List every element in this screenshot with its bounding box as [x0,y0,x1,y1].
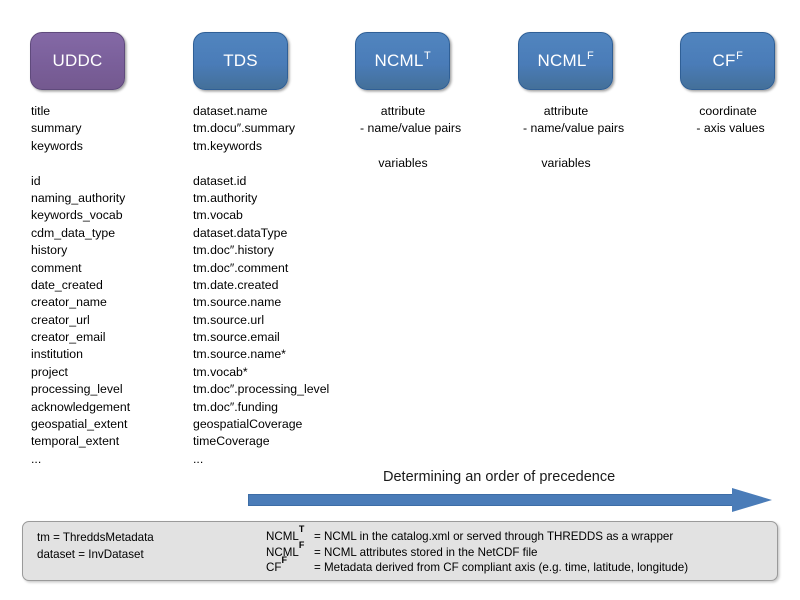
list-item: creator_email [31,330,106,345]
list-item: history [31,243,68,258]
list-item: geospatialCoverage [193,417,303,432]
arrow-label: Determining an order of precedence [383,469,616,485]
list-item: keywords_vocab [31,208,123,223]
header-box-tds-label: TDS [223,51,258,70]
list-item: tm.doc″.comment [193,260,289,275]
list-item: coordinate [699,104,757,118]
list-spacer [193,155,329,172]
column-list-tds: dataset.name tm.docu″.summary tm.keywords d… [193,103,329,468]
list-item: project [31,364,68,379]
list-item: id [31,173,41,188]
list-item: tm.source.email [193,330,280,345]
legend-definition-row: NCMLT = NCML in the catalog.xml or served… [266,524,688,545]
legend-left-column: tm = ThreddsMetadata dataset = InvDataset [37,529,154,563]
legend-definition-tag: CFF [266,555,287,575]
list-item: tm.doc″.history [193,243,274,258]
list-item: summary [31,121,82,136]
list-item: naming_authority [31,190,126,205]
legend-definition-row: CFF = Metadata derived from CF compliant … [266,555,689,576]
list-item: creator_url [31,312,90,327]
legend-definition-row: NCMLF = NCML attributes stored in the Net… [266,539,688,561]
list-item: tm.doc″.funding [193,399,279,414]
list-item: tm.docu″.summary [193,121,296,136]
list-item: attribute [380,104,426,118]
column-list-ncml-f: attribute - name/value pairs variables [518,103,625,173]
list-item: variables [378,156,428,171]
list-item: - name/value pairs [523,121,625,136]
list-spacer [31,155,130,172]
list-item: comment [31,260,82,275]
precedence-arrow: Determining an order of precedence [248,469,776,515]
legend-tag-superscript: F [298,539,305,550]
arrow-shaft [248,494,736,506]
legend-box: tm = ThreddsMetadata dataset = InvDataset… [22,521,778,581]
list-item: - name/value pairs [360,121,462,136]
legend-definition-text: = NCML in the catalog.xml or served thro… [314,530,674,543]
list-item: tm.date.created [193,277,279,292]
list-item: title [31,104,51,118]
legend-tag-superscript: F [281,555,287,566]
list-item: geospatial_extent [31,417,128,432]
list-item: institution [31,347,83,362]
list-item: variables [541,156,591,171]
legend-definition-tag: NCMLT [266,524,305,543]
list-item: - axis values [696,121,765,136]
header-box-uddc-label: UDDC [52,51,103,70]
legend-abbreviation: tm = ThreddsMetadata [37,531,154,544]
legend-tag-superscript: T [298,524,305,535]
legend-definition-text: = Metadata derived from CF compliant axi… [314,561,689,575]
list-item: tm.source.url [193,312,265,327]
column-list-ncml-t: attribute - name/value pairs variables [355,103,462,173]
list-spacer [518,138,614,155]
list-item: tm.keywords [193,138,263,153]
list-spacer [355,138,451,155]
list-item: tm.source.name [193,295,282,310]
list-item: timeCoverage [193,434,270,449]
list-item: tm.source.name* [193,347,286,362]
header-box-ncml-f-label: NCML [537,51,587,70]
header-box-tds: TDS [193,32,288,90]
list-item: date_created [31,277,103,292]
list-item: acknowledgement [31,399,131,414]
list-item: tm.authority [193,190,258,205]
list-item: dataset.dataType [193,225,288,240]
header-box-ncml-t-label: NCML [374,51,424,70]
list-item: dataset.name [193,104,268,118]
list-item: attribute [543,104,589,118]
legend-abbreviation: dataset = InvDataset [37,548,144,561]
list-item: dataset.id [193,173,247,188]
list-item: keywords [31,138,83,153]
arrow-head-icon [732,488,772,512]
list-item: temporal_extent [31,434,120,449]
list-item: processing_level [31,382,123,397]
legend-definition-text: = NCML attributes stored in the NetCDF f… [314,545,538,559]
list-item: cdm_data_type [31,225,116,240]
legend-right-column: NCMLT = NCML in the catalog.xml or served… [266,524,689,576]
list-item: creator_name [31,295,107,310]
header-box-cf-f-label: CF [712,51,736,70]
list-item: tm.vocab [193,208,243,223]
list-item: tm.vocab* [193,364,248,379]
list-item: ... [31,451,42,466]
header-box-uddc: UDDC [30,32,125,90]
column-list-cf-f: coordinate - axis values [680,103,776,138]
list-item: tm.doc″.processing_level [193,382,330,397]
legend-definition-tag: NCMLF [266,539,305,559]
list-item: ... [193,451,204,466]
